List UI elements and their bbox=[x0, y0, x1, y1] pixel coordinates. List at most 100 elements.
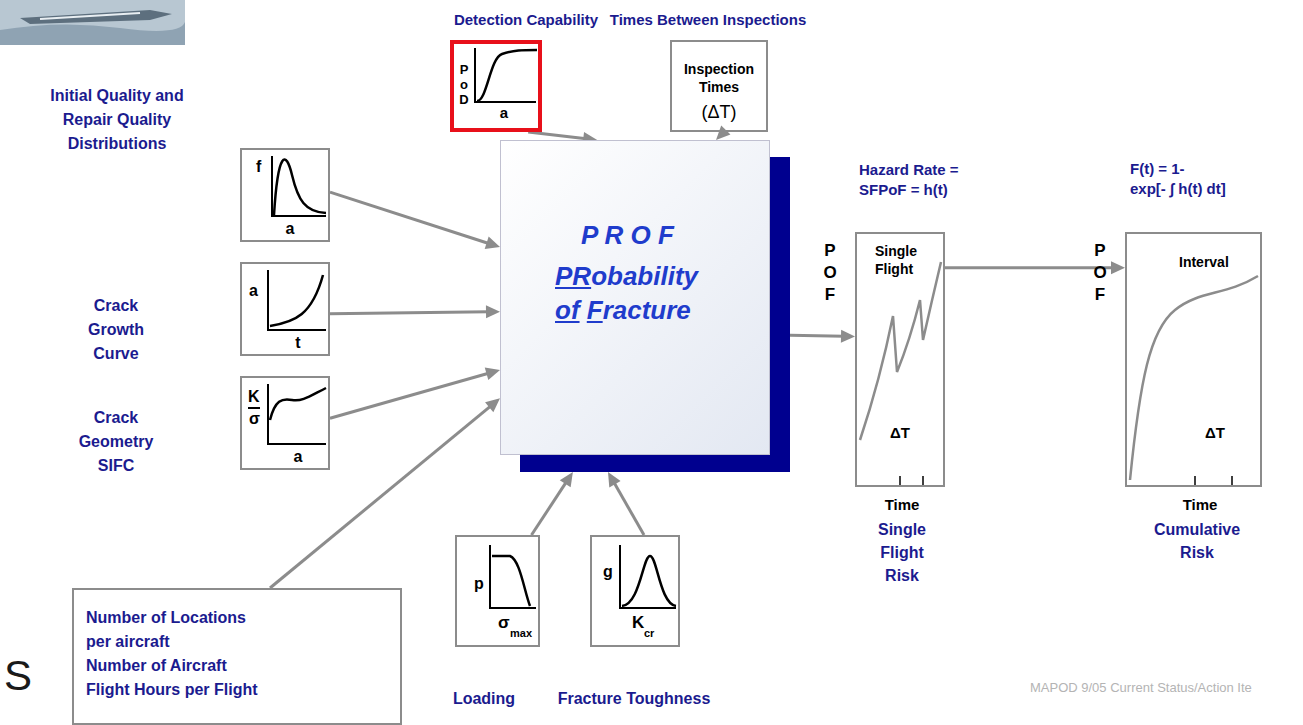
tick-marks bbox=[900, 476, 923, 485]
box-heading: Detection Capability bbox=[454, 11, 598, 28]
distribution-curve bbox=[274, 160, 326, 215]
inspection-times-box: Times Between InspectionsInspection Time… bbox=[670, 40, 768, 132]
box-text: (ΔT) bbox=[701, 102, 736, 123]
connector-line bbox=[270, 405, 492, 588]
chart-axis bbox=[475, 48, 536, 102]
axis-label: f bbox=[256, 158, 261, 176]
axis-label: t bbox=[295, 334, 300, 352]
footer-note: MAPOD 9/05 Current Status/Action Ite bbox=[1030, 681, 1252, 696]
connector-line bbox=[945, 266, 1114, 269]
chart-text: Interval bbox=[1179, 254, 1229, 270]
box-heading: F(t) = 1- bbox=[1130, 160, 1185, 177]
detection-chart-box: Detection CapabilityP o Da bbox=[450, 40, 542, 132]
chart-caption: Cumulative Risk bbox=[1143, 518, 1251, 564]
photo-highlight bbox=[40, 13, 140, 19]
connector-line bbox=[528, 132, 586, 139]
arrow-head bbox=[608, 472, 621, 487]
aircraft-photo bbox=[0, 0, 185, 45]
connector-line bbox=[330, 373, 489, 418]
process-title: P R O F bbox=[581, 221, 674, 251]
connector-arrow bbox=[716, 125, 730, 140]
chart-caption: Single Flight Risk bbox=[862, 518, 942, 587]
box-text: Number of Locations per aircraft bbox=[86, 606, 261, 654]
connector-arrow bbox=[608, 472, 644, 535]
arrow-head bbox=[485, 368, 500, 381]
photo-aircraft bbox=[20, 10, 172, 24]
axis-subscript: max bbox=[510, 627, 532, 640]
risk-curve bbox=[860, 262, 941, 440]
axis-label: K bbox=[632, 613, 644, 633]
photo-sea bbox=[0, 22, 185, 45]
geometry-chart-box: Crack Geometry SIFCKσa bbox=[240, 376, 330, 470]
box-heading: Hazard Rate = SFPoF = h(t) bbox=[859, 160, 989, 200]
arrow-head bbox=[560, 472, 573, 487]
chart-axis bbox=[272, 156, 326, 216]
box-text: Inspection Times bbox=[679, 60, 759, 96]
connector-line bbox=[330, 192, 490, 244]
axis-label: K bbox=[248, 388, 260, 409]
single-flight-chart-box: Hazard Rate = SFPoF = h(t)P O FSingle Fl… bbox=[855, 232, 945, 487]
toughness-chart-box: Fracture ToughnessgKcr bbox=[590, 535, 680, 647]
chart-axis bbox=[268, 270, 326, 330]
underlined-letters: PR bbox=[555, 261, 591, 291]
connector-arrow bbox=[330, 368, 500, 419]
chart-caption: Loading bbox=[453, 690, 515, 708]
axis-label: a bbox=[249, 282, 258, 300]
growth-chart-box: Crack Growth Curveat bbox=[240, 262, 330, 356]
box-heading: Crack Geometry SIFC bbox=[71, 406, 161, 478]
axis-label: P O F bbox=[1092, 240, 1108, 306]
connector-line bbox=[790, 335, 844, 336]
photo-sky bbox=[0, 0, 185, 45]
chart-axis bbox=[268, 384, 326, 444]
box-text: Flight Hours per Flight bbox=[86, 678, 258, 702]
connector-arrow bbox=[330, 192, 500, 249]
arrow-head bbox=[485, 237, 500, 249]
arrow-head bbox=[1111, 261, 1125, 274]
arrow-head bbox=[485, 398, 500, 412]
axis-label: P O F bbox=[822, 240, 838, 306]
arrow-head bbox=[841, 330, 855, 343]
axis-label: p bbox=[474, 575, 484, 593]
axis-label: Time bbox=[885, 496, 920, 513]
box-heading: Initial Quality and Repair Quality Distr… bbox=[37, 84, 197, 156]
loading-chart-box: Loadingpσmax bbox=[455, 535, 540, 647]
connector-line bbox=[613, 482, 644, 535]
arrow-head bbox=[486, 305, 500, 318]
fleet-data-box: Number of Locations per aircraftNumber o… bbox=[72, 588, 402, 725]
quality-chart-box: Initial Quality and Repair Quality Distr… bbox=[240, 148, 330, 242]
prof-process-box: P R O F PRobability of Fracture bbox=[500, 140, 770, 455]
tick-marks bbox=[1195, 476, 1232, 485]
connector-arrow bbox=[532, 472, 573, 535]
toughness-curve bbox=[622, 556, 676, 606]
interval-label: ΔT bbox=[1205, 424, 1225, 441]
axis-label: Time bbox=[1183, 496, 1218, 513]
axis-label: σ bbox=[249, 410, 260, 428]
chart-axis bbox=[490, 545, 536, 608]
connector-arrow bbox=[270, 398, 500, 588]
axis-label: g bbox=[603, 563, 613, 581]
arrow-head bbox=[716, 125, 730, 140]
pod-curve bbox=[477, 50, 537, 101]
axis-label: a bbox=[286, 220, 295, 238]
box-heading: exp[- ∫ h(t) dt] bbox=[1130, 180, 1226, 197]
box-heading: Crack Growth Curve bbox=[76, 294, 156, 366]
risk-curve bbox=[1130, 276, 1258, 480]
axis-label: a bbox=[294, 448, 303, 466]
axis-subscript: cr bbox=[644, 627, 654, 640]
box-heading: Times Between Inspections bbox=[610, 11, 806, 28]
growth-curve bbox=[270, 275, 323, 326]
cumulative-chart-box: F(t) = 1-exp[- ∫ h(t) dt]P O FIntervalΔT… bbox=[1125, 232, 1262, 487]
process-subtitle: PRobability of Fracture bbox=[555, 259, 723, 327]
chart-text: Single Flight bbox=[875, 242, 927, 278]
underlined-letters: F bbox=[587, 295, 603, 325]
connector-arrow bbox=[790, 330, 855, 343]
axis-label: σ bbox=[498, 613, 510, 633]
interval-label: ΔT bbox=[890, 424, 910, 441]
page-letter: S bbox=[4, 652, 32, 700]
axis-label: P o D bbox=[458, 62, 470, 107]
axis-label: a bbox=[500, 104, 508, 121]
chart-axis bbox=[620, 545, 676, 608]
connector-line bbox=[330, 312, 489, 314]
underlined-letters: of bbox=[555, 295, 580, 325]
